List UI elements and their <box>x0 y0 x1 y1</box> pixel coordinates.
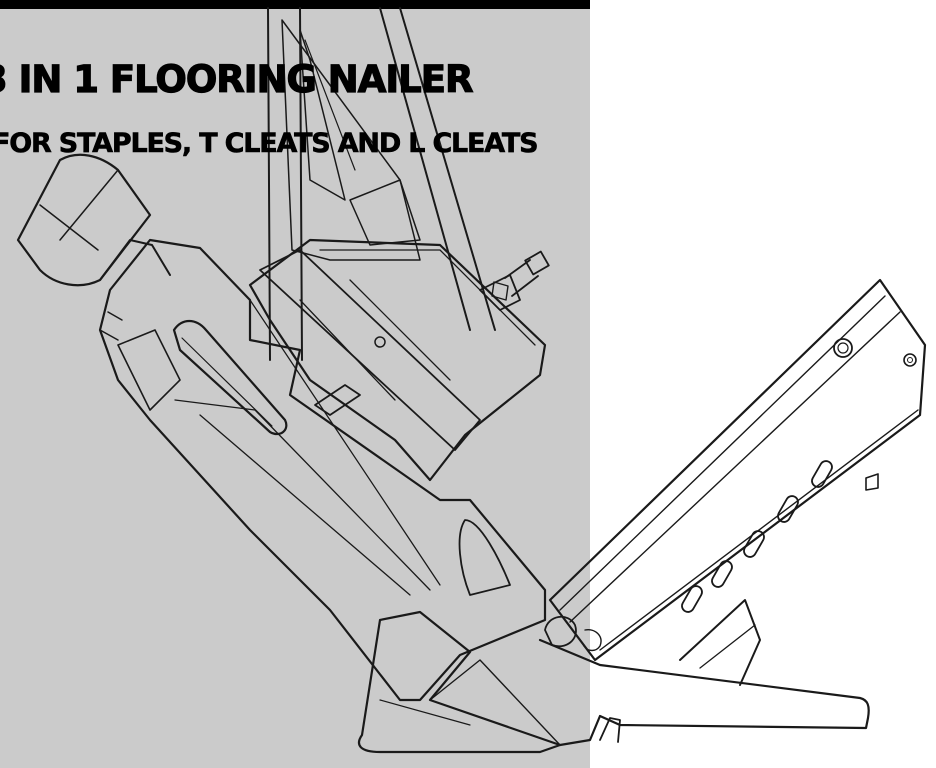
air-cylinder <box>248 238 547 482</box>
base-plate <box>357 610 870 754</box>
document-title: 3 IN 1 FLOORING NAILER <box>0 57 474 101</box>
tool-body <box>98 238 547 702</box>
air-fitting <box>479 250 550 311</box>
mallet-cap <box>16 153 171 287</box>
magazine <box>548 278 927 662</box>
document-subtitle: FOR STAPLES, T CLEATS AND L CLEATS <box>0 128 539 160</box>
top-black-bar <box>0 0 590 9</box>
rear-grip <box>679 599 761 686</box>
